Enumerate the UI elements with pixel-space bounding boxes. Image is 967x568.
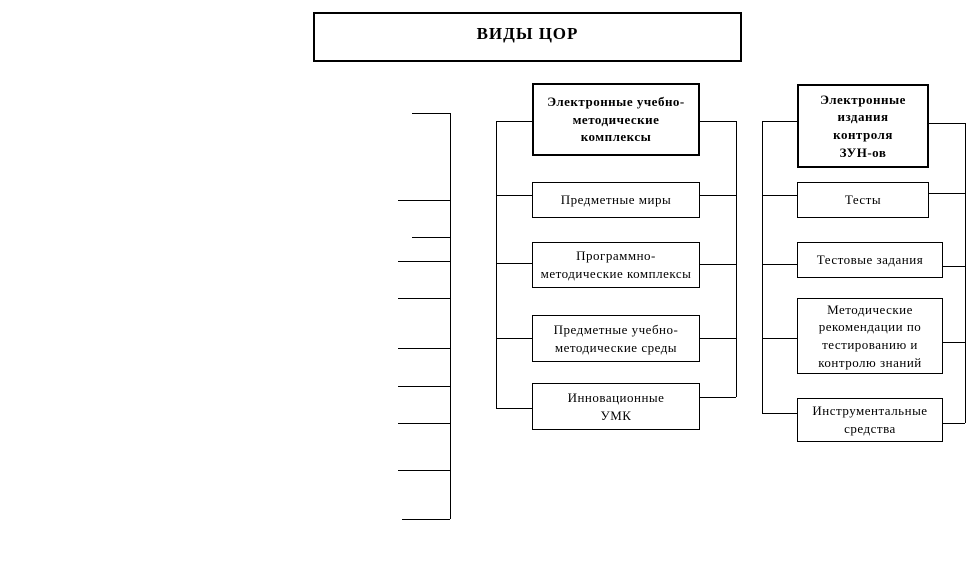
connector-line [943, 342, 965, 343]
connector-line [736, 121, 737, 397]
title-box: ВИДЫ ЦОР [313, 12, 742, 62]
connector-line [398, 298, 450, 299]
connector-line [700, 338, 736, 339]
connector-line [496, 121, 532, 122]
connector-line [496, 408, 532, 409]
connector-line [496, 195, 532, 196]
connector-line [929, 123, 965, 124]
emk-item-uchebno-metodicheskie-sredy: Предметные учебно- методические среды [532, 315, 700, 362]
emk-item-label: Инновационные УМК [567, 389, 665, 423]
connector-line [762, 121, 763, 413]
connector-line [496, 263, 532, 264]
connector-line [412, 237, 450, 238]
zun-item-testy: Тесты [797, 182, 929, 218]
connector-line [700, 121, 736, 122]
connector-line [965, 123, 966, 423]
connector-line [412, 113, 450, 114]
connector-line [762, 264, 797, 265]
zun-header-label: Электронные издания контроля ЗУН-ов [820, 91, 906, 160]
emk-item-label: Программно- методические комплексы [540, 248, 692, 281]
emk-header-box: Электронные учебно- методические комплек… [532, 83, 700, 156]
connector-line [398, 348, 450, 349]
zun-item-label: Тестовые задания [816, 252, 924, 268]
zun-item-testovye-zadaniya: Тестовые задания [797, 242, 943, 278]
emk-item-programmno-metodicheskie: Программно- методические комплексы [532, 242, 700, 288]
zun-item-label: Методические рекомендации по тестировани… [818, 301, 922, 370]
emk-item-innovacionnye-umk: Инновационные УМК [532, 383, 700, 430]
connector-line [398, 470, 450, 471]
connector-line [496, 338, 532, 339]
connector-line [762, 121, 797, 122]
emk-item-predmetnye-miry: Предметные миры [532, 182, 700, 218]
connector-line [941, 423, 965, 424]
emk-item-label: Предметные учебно- методические среды [553, 321, 679, 355]
connector-line [762, 338, 797, 339]
emk-item-label: Предметные миры [560, 192, 672, 208]
zun-item-label: Тесты [844, 192, 882, 208]
connector-line [450, 113, 451, 519]
zun-item-instrumentalnye-sredstva: Инструментальные средства [797, 398, 943, 442]
connector-line [762, 195, 797, 196]
emk-header-label: Электронные учебно- методические комплек… [547, 94, 685, 145]
zun-item-metodicheskie-rekomendacii: Методические рекомендации по тестировани… [797, 298, 943, 374]
connector-line [398, 200, 450, 201]
connector-line [398, 261, 450, 262]
connector-line [943, 266, 965, 267]
connector-line [398, 423, 450, 424]
connector-line [700, 397, 736, 398]
page-title: ВИДЫ ЦОР [476, 24, 579, 43]
zun-item-label: Инструментальные средства [812, 403, 928, 436]
connector-line [762, 413, 797, 414]
connector-line [402, 519, 450, 520]
connector-line [496, 121, 497, 408]
connector-line [700, 195, 736, 196]
connector-line [398, 386, 450, 387]
connector-line [929, 193, 965, 194]
connector-line [700, 264, 736, 265]
zun-header-box: Электронные издания контроля ЗУН-ов [797, 84, 929, 168]
